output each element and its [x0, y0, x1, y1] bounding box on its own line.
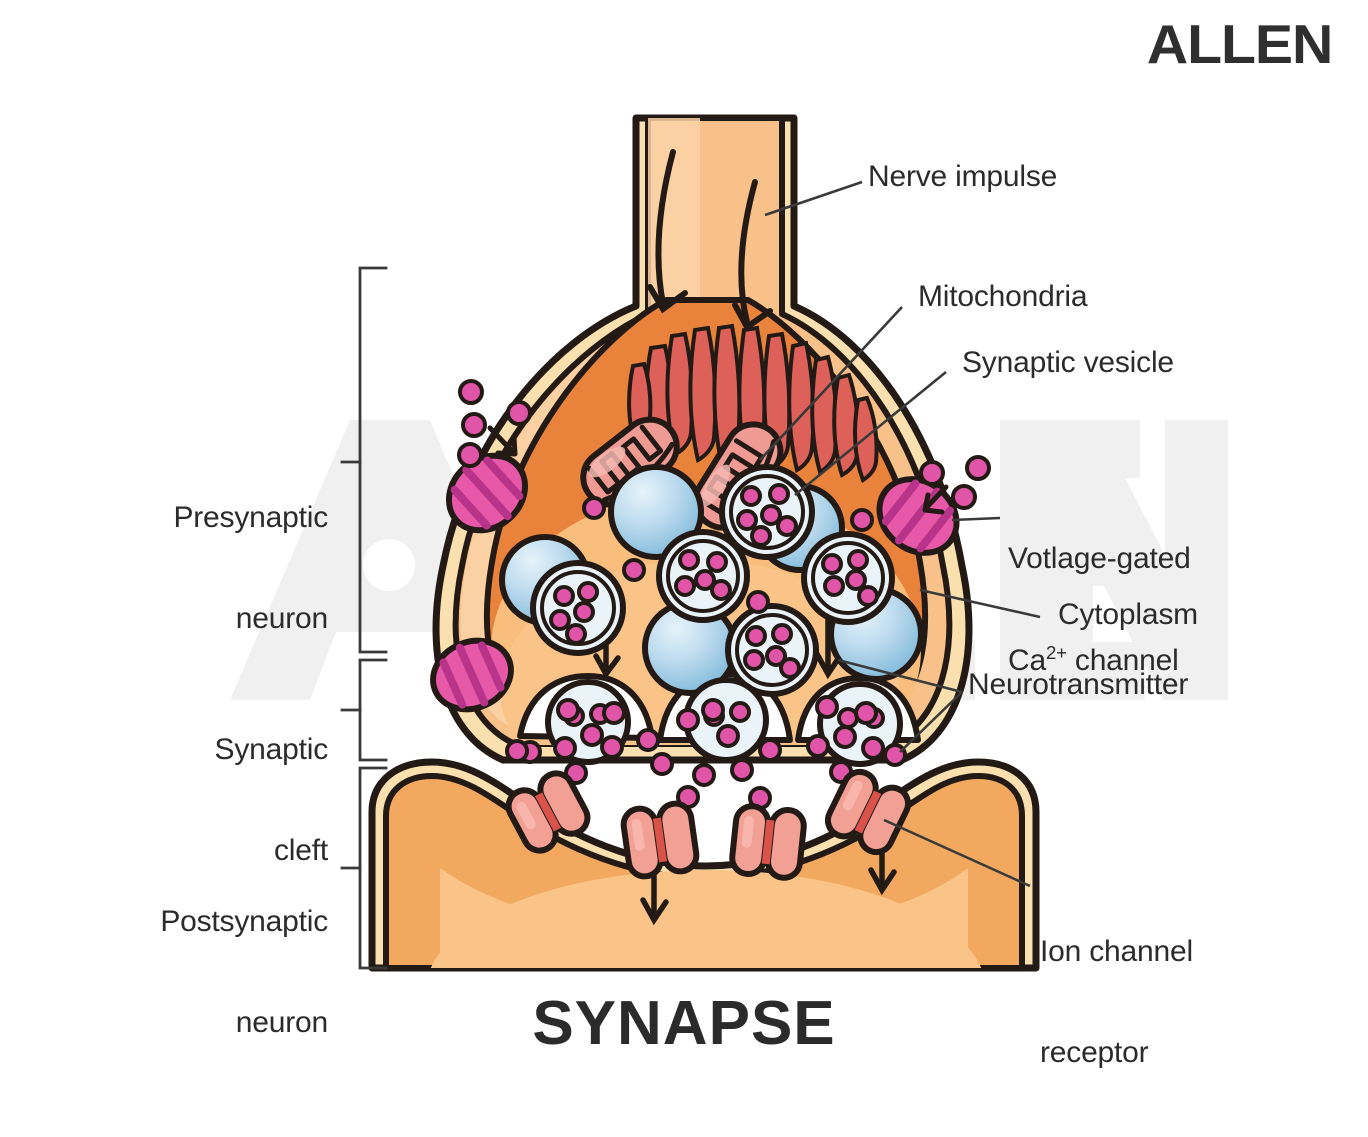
label-synaptic-vesicle: Synaptic vesicle — [962, 346, 1174, 379]
label-ion-channel-receptor: Ion channel receptor — [1040, 868, 1193, 1137]
label-synaptic-cleft: Synaptic cleft — [68, 666, 329, 935]
label-voltage-gated-line1: Votlage-gated — [1008, 542, 1191, 576]
label-presynaptic-line1: Presynaptic — [173, 501, 328, 535]
leader-lines — [759, 180, 1041, 888]
label-mitochondria: Mitochondria — [918, 280, 1088, 313]
postsynaptic-neuron — [368, 758, 1040, 972]
label-synaptic-cleft-line2: cleft — [273, 833, 328, 867]
calcium-charge: 2+ — [1045, 641, 1067, 663]
cytoplasmic-neurotransmitters — [582, 496, 874, 614]
allen-logo: ALLEN — [1146, 13, 1334, 75]
calcium-symbol: Ca — [1008, 643, 1046, 677]
calcium-ions-right — [919, 455, 991, 515]
channel-word: channel — [1066, 643, 1179, 677]
label-postsynaptic-neuron: Postsynaptic neuron — [48, 838, 328, 1107]
label-postsynaptic-line1: Postsynaptic — [160, 905, 328, 939]
ion-channel-receptors — [505, 768, 912, 881]
label-voltage-gated-line2: Ca2+ channel — [1008, 641, 1191, 678]
presynaptic-neuron — [430, 114, 991, 767]
label-ion-channel-line1: Ion channel — [1040, 935, 1193, 969]
label-ion-channel-line2: receptor — [1040, 1035, 1149, 1069]
postsynaptic-signal-arrows — [640, 849, 897, 926]
label-presynaptic-neuron: Presynaptic neuron — [68, 434, 328, 703]
label-postsynaptic-line2: neuron — [235, 1005, 328, 1039]
label-presynaptic-line2: neuron — [235, 601, 328, 635]
nerve-impulse-arrows — [647, 149, 773, 332]
label-voltage-gated-calcium-channel: Votlage-gated Ca2+ channel — [1008, 475, 1191, 745]
label-cytoplasm: Cytoplasm — [1058, 598, 1198, 631]
section-brackets — [340, 266, 388, 970]
label-nerve-impulse: Nerve impulse — [868, 160, 1058, 193]
label-synaptic-cleft-line1: Synaptic — [214, 733, 329, 767]
synaptic-vesicles — [530, 464, 903, 767]
label-neurotransmitter: Neurotransmitter — [968, 668, 1189, 701]
calcium-ions-left — [457, 379, 532, 468]
voltage-gated-calcium-channels — [430, 452, 960, 713]
diagram-title: SYNAPSE — [532, 989, 836, 1058]
